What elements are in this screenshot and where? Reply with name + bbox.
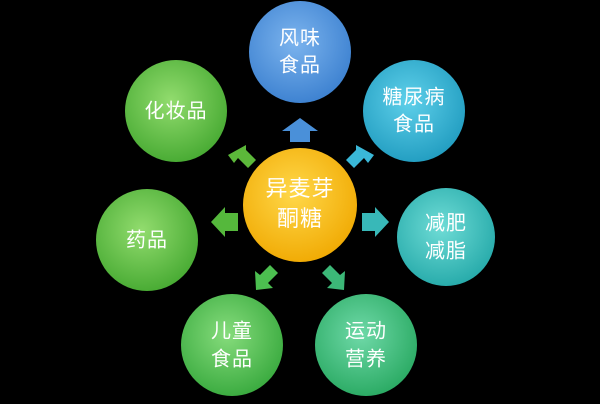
node-tangniaobing: 糖尿病 食品 [363,60,465,162]
node-huazhuangpin-line-1: 化妆品 [145,99,208,123]
node-jianfei-line-1: 减肥 [425,211,467,235]
node-yaopin-line-1: 药品 [126,228,168,252]
arrow-group [211,118,389,290]
node-huazhuangpin: 化妆品 [125,60,227,162]
arrow-left-icon [211,207,238,237]
arrow-lower-right-icon [322,265,345,290]
node-tangniaobing-line-1: 糖尿病 [383,85,446,109]
arrow-upper-left-icon [228,145,256,168]
node-ertong-line-1: 儿童 [211,319,253,343]
node-tangniaobing-line-2: 食品 [393,112,435,136]
arrow-lower-left-icon [255,265,278,290]
node-fengwei-line-2: 食品 [279,53,321,77]
node-fengwei: 风味 食品 [249,1,351,103]
center-node-line-1: 异麦芽 [265,177,334,202]
node-yundong: 运动 营养 [315,294,417,396]
node-ertong-line-2: 食品 [211,347,253,371]
center-node-line-2: 酮糖 [277,207,323,232]
node-ertong: 儿童 食品 [181,294,283,396]
node-jianfei: 减肥 减脂 [397,188,495,286]
node-fengwei-line-1: 风味 [279,26,321,50]
node-jianfei-line-2: 减脂 [425,239,467,263]
arrow-up-icon [282,118,318,142]
node-yundong-line-1: 运动 [345,319,387,343]
center-node: 异麦芽 酮糖 [243,148,357,262]
node-yaopin: 药品 [96,189,198,291]
arrow-right-icon [362,207,389,237]
node-yundong-line-2: 营养 [345,347,387,371]
arrow-upper-right-icon [346,145,374,168]
